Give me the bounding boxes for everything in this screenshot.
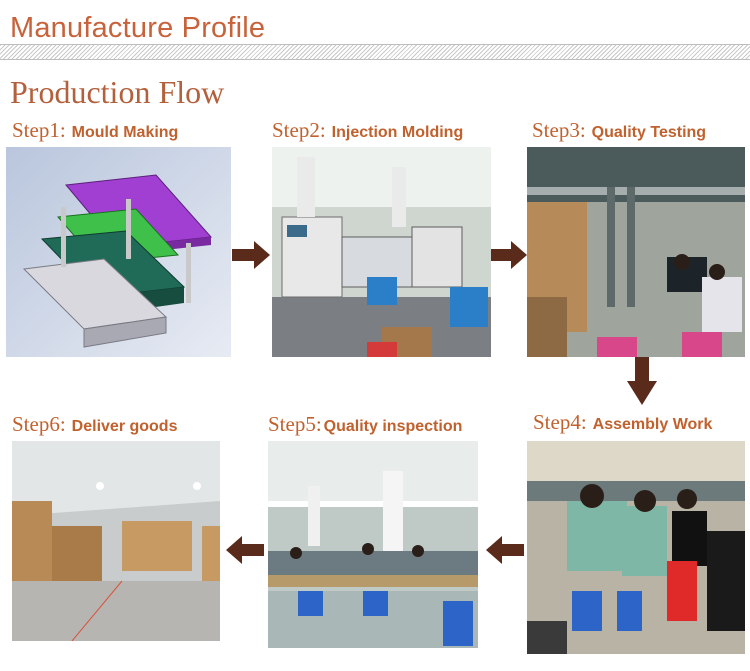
step-4-label: Step4: Assembly Work	[533, 410, 712, 435]
deliver-goods-image	[12, 441, 220, 641]
assembly-work-image	[527, 441, 745, 654]
quality-inspection-image	[268, 441, 478, 648]
arrow-down-icon	[627, 357, 657, 405]
step-name: Injection Molding	[331, 124, 464, 141]
step-5-label: Step5:Quality inspection	[268, 412, 462, 437]
step-2-label: Step2: Injection Molding	[272, 118, 463, 143]
quality-testing-image	[527, 147, 745, 357]
header: Manufacture Profile	[0, 0, 750, 62]
arrow-left-icon	[486, 536, 524, 564]
mould-making-image	[6, 147, 231, 357]
step-number: Step4:	[533, 410, 587, 434]
arrow-left-icon	[226, 536, 264, 564]
arrow-right-icon	[232, 241, 270, 269]
step-name: Quality Testing	[591, 124, 707, 141]
page-title: Manufacture Profile	[10, 12, 266, 44]
step-name: Deliver goods	[71, 418, 178, 435]
step-number: Step3:	[532, 118, 586, 142]
step-number: Step5:	[268, 412, 322, 436]
step-1-label: Step1: Mould Making	[12, 118, 178, 143]
section-title: Production Flow	[10, 74, 225, 110]
step-3-label: Step3: Quality Testing	[532, 118, 706, 143]
injection-molding-image	[272, 147, 491, 357]
step-name: Mould Making	[71, 124, 179, 141]
arrow-right-icon	[491, 241, 527, 269]
step-number: Step6:	[12, 412, 66, 436]
step-number: Step2:	[272, 118, 326, 142]
step-number: Step1:	[12, 118, 66, 142]
header-divider	[0, 44, 750, 60]
step-name: Quality inspection	[323, 418, 463, 435]
step-6-label: Step6: Deliver goods	[12, 412, 177, 437]
step-name: Assembly Work	[592, 416, 713, 433]
